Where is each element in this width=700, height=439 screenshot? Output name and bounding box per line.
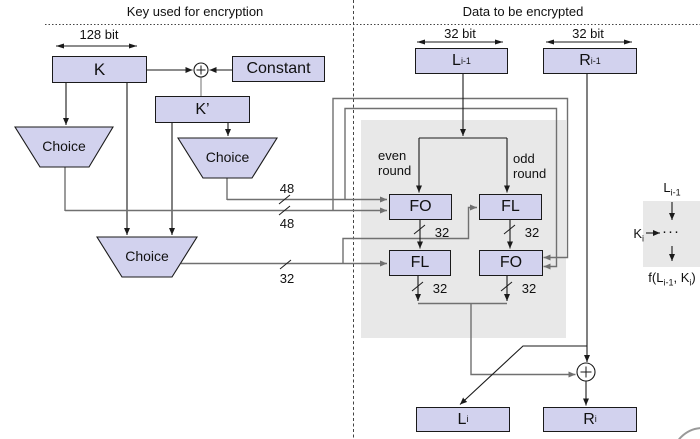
f-function-dots: ···	[662, 223, 680, 240]
bus-32-label-key: 32	[279, 271, 295, 286]
fo-even-box: FO	[389, 194, 452, 220]
f-function-key-label: Ki	[633, 226, 644, 244]
choice-3-label: Choice	[125, 248, 169, 264]
key-schedule-connectors	[63, 67, 232, 235]
fl-odd-box: FL	[479, 194, 542, 220]
bus-48-label-b: 48	[279, 216, 295, 231]
odd-round-label: odd round	[513, 151, 547, 181]
constant-box: Constant	[232, 56, 325, 82]
f-function-arrows	[646, 202, 675, 261]
even-round-label: even round	[378, 148, 412, 178]
bus-32-label-fl-even: 32	[432, 281, 448, 296]
register-l-out-subscript: i	[466, 414, 469, 424]
choice-1-label: Choice	[42, 138, 86, 154]
register-r-out-subscript: i	[594, 414, 597, 424]
label-32-bit-right: 32 bit	[572, 26, 604, 41]
xor-key-icon	[193, 62, 209, 78]
register-r-in-subscript: i-1	[590, 55, 601, 66]
round-function-panel	[361, 120, 566, 338]
fo-odd-box: FO	[479, 250, 543, 276]
fl-even-box: FL	[389, 250, 451, 276]
bus-48-label-a: 48	[279, 181, 295, 196]
xor-output-icon	[576, 362, 596, 382]
label-128-bit: 128 bit	[79, 27, 119, 42]
register-l-in-label: L	[452, 52, 461, 69]
bit-width-arrows	[56, 39, 632, 49]
key-bus-lines	[64, 97, 569, 270]
choice-3-shape	[96, 236, 198, 278]
bus-width-ticks	[278, 194, 516, 292]
choice-2-shape	[177, 137, 278, 179]
key-k-prime-box: K’	[155, 96, 250, 123]
section-title-data: Data to be encrypted	[462, 4, 584, 19]
register-r-in-label: R	[579, 52, 591, 69]
label-32-bit-left: 32 bit	[444, 26, 476, 41]
choice-1-shape	[14, 126, 114, 168]
key-k-box: K	[52, 56, 147, 83]
choice-2-label: Choice	[205, 149, 250, 165]
section-title-key: Key used for encryption	[126, 4, 264, 19]
data-path-connectors	[415, 72, 590, 406]
f-function-input-label: Li-1	[663, 180, 681, 198]
bus-32-label-fo-even: 32	[434, 225, 450, 240]
bus-32-label-fl-odd: 32	[524, 225, 540, 240]
f-function-output-label: f(Li-1, Ki)	[648, 270, 696, 288]
register-l-out-label: L	[457, 410, 467, 428]
register-r-out-label: R	[583, 410, 595, 428]
corner-arc-decoration	[678, 427, 700, 439]
register-l-in-subscript: i-1	[460, 55, 471, 66]
bus-32-label-fo-odd: 32	[521, 281, 537, 296]
